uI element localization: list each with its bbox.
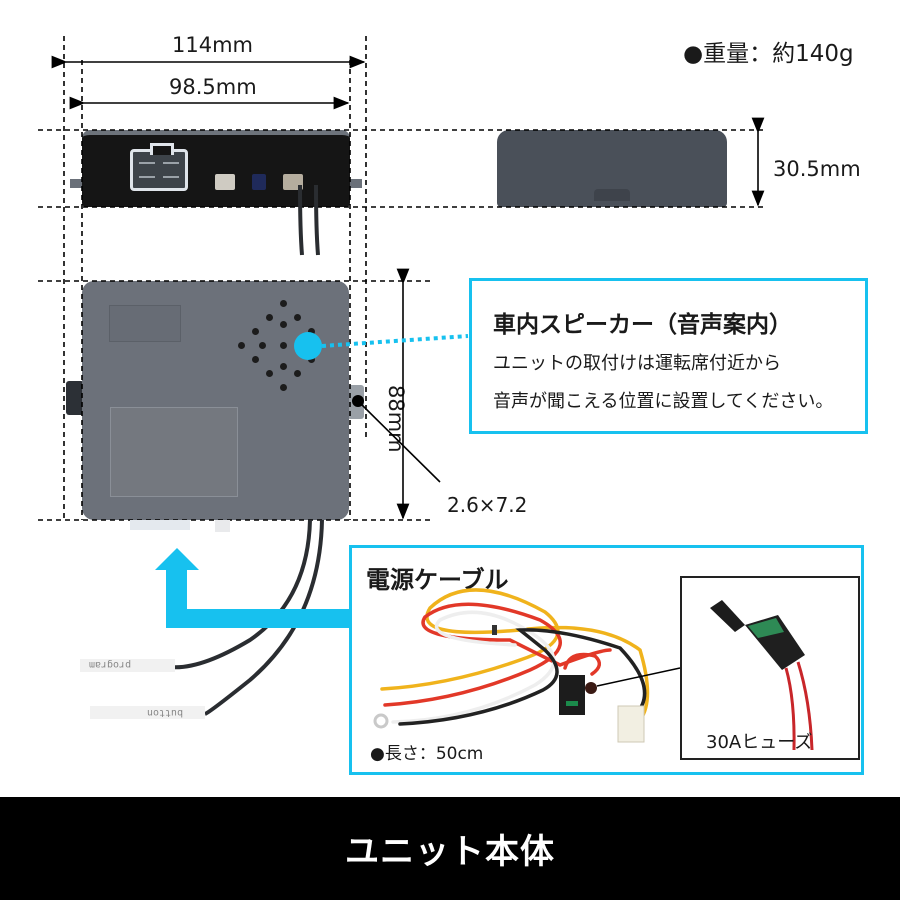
speaker-hole — [252, 356, 259, 363]
speaker-hole — [280, 300, 287, 307]
side-notch — [594, 189, 630, 201]
speaker-callout-line-1: ユニットの取付けは運転席付近から — [493, 353, 781, 374]
speaker-hole — [266, 314, 273, 321]
speaker-hole — [259, 342, 266, 349]
main-connector-port — [130, 143, 188, 191]
speaker-hole — [294, 314, 301, 321]
speaker-hole — [280, 342, 287, 349]
cable-program — [169, 519, 312, 670]
speaker-hole — [294, 370, 301, 377]
overall-width-label: 114mm — [172, 33, 253, 57]
footer-banner: ユニット本体 — [0, 797, 900, 900]
fuse-holder — [559, 675, 585, 715]
fuse-leader-line — [596, 667, 681, 687]
mount-hole-label: 2.6×7.2 — [447, 493, 528, 517]
fuse-wire-1 — [784, 667, 796, 751]
unit-label-small — [109, 305, 181, 342]
cable-connector — [617, 705, 645, 743]
unit-side-view — [497, 130, 727, 207]
bottom-pin — [215, 520, 230, 532]
cable-top-2 — [314, 184, 320, 256]
cable-button — [204, 519, 324, 716]
weight-spec: ●重量：約140g — [683, 41, 854, 67]
cable-tie — [492, 625, 497, 635]
mount-ear-left — [66, 381, 84, 415]
unit-front-view — [82, 130, 350, 207]
unit-label-large — [110, 407, 238, 497]
speaker-marker-icon — [294, 332, 322, 360]
speaker-leader-line — [321, 334, 469, 348]
cable-top-1 — [298, 184, 304, 256]
speaker-callout-title: 車内スピーカー（音声案内） — [493, 312, 792, 338]
fuse-marker — [585, 682, 597, 694]
fuse-blade — [748, 618, 784, 638]
wire-red — [383, 602, 612, 707]
unit-top-view — [82, 281, 349, 520]
small-connector-port-2 — [252, 174, 266, 190]
height-label: 30.5mm — [773, 157, 861, 181]
button-tag — [90, 706, 205, 719]
mount-tab-right — [348, 179, 362, 188]
fuse-label: 30Aヒューズ — [706, 732, 813, 753]
fuse-cap — [710, 600, 745, 632]
footer-title: ユニット本体 — [345, 832, 555, 872]
program-tag-text: program — [89, 659, 131, 670]
cable-length-label: ●長さ：50cm — [370, 744, 484, 764]
wire-yellow — [380, 588, 650, 722]
speaker-callout-line-2: 音声が聞こえる位置に設置してください。 — [493, 391, 834, 412]
mount-hole-marker — [352, 395, 364, 407]
program-tag — [80, 659, 175, 672]
speaker-hole — [280, 363, 287, 370]
small-connector-port-1 — [215, 174, 235, 190]
wire-black — [398, 628, 647, 726]
body-width-label: 98.5mm — [169, 75, 257, 99]
mount-hole-leader — [358, 401, 441, 483]
connection-arrow-icon — [155, 548, 351, 628]
speaker-hole — [308, 328, 315, 335]
mount-tab-left — [70, 179, 84, 188]
wire-white — [391, 610, 556, 724]
fuse-window — [566, 701, 578, 706]
fuse-loop-wire — [563, 652, 602, 676]
speaker-hole — [280, 384, 287, 391]
button-tag-text: button — [147, 707, 183, 718]
speaker-hole — [238, 342, 245, 349]
ring-terminal-icon — [373, 713, 389, 729]
fuse-wire-2 — [796, 661, 814, 751]
bottom-connector — [130, 520, 190, 530]
speaker-hole — [252, 328, 259, 335]
speaker-callout-box — [469, 278, 868, 434]
speaker-hole — [266, 370, 273, 377]
fuse-inset-box — [680, 576, 860, 760]
speaker-hole — [280, 321, 287, 328]
